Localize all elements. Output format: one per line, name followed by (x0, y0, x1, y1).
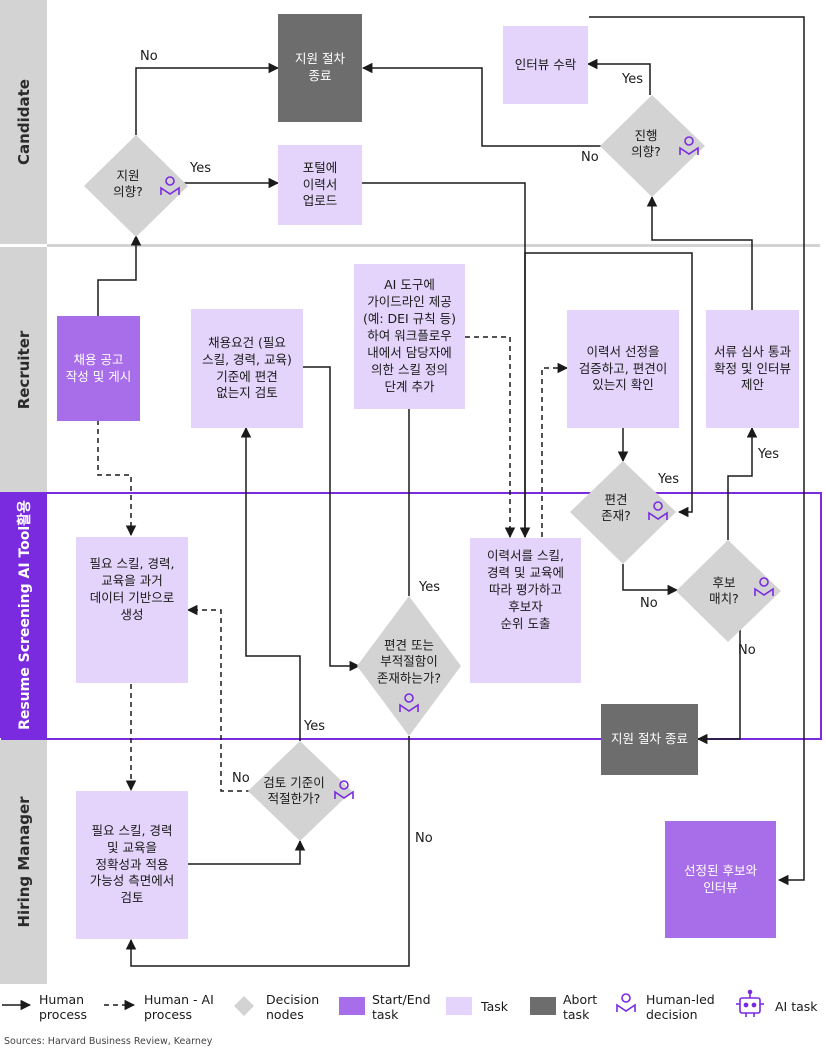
task-ai-guideline: AI 도구에 가이드라인 제공 (예: DEI 규칙 등) 하여 워크플로우 내… (354, 264, 465, 409)
legend-human-process: Human process (39, 992, 88, 1022)
decision-candidate-match (676, 540, 781, 642)
decision-criteria-fit (248, 741, 352, 841)
lane-recruiter: Recruiter (0, 247, 47, 492)
edge-label-match-yes: Yes (758, 447, 779, 462)
task-final-interview: 선정된 후보와 인터뷰 (665, 821, 776, 938)
edge-propose-to-proceed (646, 195, 753, 310)
legend-abort: Abort task (563, 992, 598, 1022)
edge-review-to-biasq (303, 366, 361, 672)
lane-hiring-manager: Hiring Manager (0, 740, 47, 984)
human-led-icon-bias (648, 501, 668, 520)
decision-bias-or-unfit-label: 편견 또는 부적절함이 존재하는가? (376, 637, 442, 686)
task-accept-interview: 인터뷰 수락 (503, 26, 588, 104)
edge-label-criteria-no: No (232, 771, 250, 786)
ai-lane-frame (1, 492, 822, 740)
edge-label-apply-yes: Yes (190, 161, 211, 176)
decision-candidate-match-label: 후보 매치? (709, 574, 739, 606)
edge-label-biasq-no: No (415, 831, 433, 846)
human-led-icon-proceed (679, 136, 699, 155)
human-led-icon-criteria (334, 780, 354, 799)
task-verify-selection: 이력서 선정을 검증하고, 편견이 있는지 확인 (567, 310, 679, 428)
task-abort-top: 지원 절차 종료 (278, 14, 362, 122)
edge-bias-yes (524, 252, 693, 537)
edge-label-criteria-yes: Yes (304, 719, 325, 734)
human-led-icon-biasq (399, 693, 419, 712)
legend-abort-swatch (530, 997, 556, 1015)
task-upload-resume: 포털에 이력서 업로드 (278, 145, 362, 225)
source-note: Sources: Harvard Business Review, Kearne… (4, 1036, 213, 1047)
human-led-icon-apply (160, 176, 180, 195)
legend-task-swatch (446, 997, 472, 1015)
edge-guideline-to-evaluate (465, 336, 516, 539)
decision-criteria-fit-label: 검토 기준이 적절한가? (263, 774, 325, 806)
task-review-requirements: 채용요건 (필요 스킬, 경력, 교육) 기준에 편견 없는지 검토 (191, 309, 303, 428)
legend-ai-task: AI task (775, 999, 818, 1014)
edge-evaluate-to-verify (541, 362, 569, 537)
legend-diamond (234, 996, 254, 1016)
decision-bias-exists (570, 461, 676, 564)
lane-divider (47, 244, 820, 247)
task-abort-ai: 지원 절차 종료 (601, 704, 698, 775)
edge-hmreview-to-criteria (186, 839, 306, 865)
edge-proceed-no (361, 62, 603, 147)
edge-label-bias-yes: Yes (658, 472, 679, 487)
edge-apply-no (135, 62, 280, 135)
task-ai-generate: 필요 스킬, 경력, 교육을 과거 데이터 기반으로 생성 (76, 537, 188, 683)
legend-ai-task-icon (736, 989, 764, 1017)
edge-proceed-yes (586, 58, 651, 95)
decision-bias-exists-label: 편견 존재? (601, 491, 631, 523)
task-propose-interview: 서류 심사 통과 확정 및 인터뷰 제안 (706, 310, 799, 428)
edge-bias-no (622, 564, 679, 596)
legend-start-end-swatch (339, 997, 365, 1015)
edge-label-proceed-yes: Yes (622, 72, 643, 87)
edge-criteria-yes (240, 426, 301, 741)
decision-proceed-intent (600, 95, 705, 197)
legend-start-end: Start/End task (372, 992, 431, 1022)
edge-match-yes (727, 426, 758, 540)
task-ai-evaluate: 이력서를 스킬, 경력 및 교육에 따라 평가하고 후보자 순위 도출 (470, 538, 581, 683)
edge-post-to-apply (97, 234, 142, 316)
edge-criteria-no (186, 604, 251, 792)
edge-label-biasq-yes: Yes (419, 580, 440, 595)
edge-biasq-no (125, 736, 410, 967)
decision-apply-intent-label: 지원 의향? (113, 167, 143, 199)
task-post-job: 채용 공고 작성 및 게시 (57, 316, 140, 421)
task-hm-review: 필요 스킬, 경력 및 교육을 정확성과 적용 가능성 측면에서 검토 (76, 791, 188, 939)
legend-human-ai-process: Human - AI process (144, 992, 214, 1022)
edge-abort-to-interview (589, 16, 805, 886)
edge-post-to-generate (97, 420, 137, 537)
decision-apply-intent (84, 135, 188, 237)
legend-human-led: Human-led decision (646, 992, 715, 1022)
edge-label-proceed-no: No (581, 150, 599, 165)
edge-label-apply-no: No (140, 49, 158, 64)
lane-candidate: Candidate (0, 0, 47, 244)
decision-proceed-intent-label: 진행 의향? (631, 127, 661, 159)
edge-label-match-no: No (738, 643, 756, 658)
human-led-icon-match (754, 577, 774, 596)
legend-task: Task (481, 999, 508, 1014)
lane-ai-tool: Resume Screening AI Tool활용 (0, 492, 47, 738)
legend-decision-nodes: Decision nodes (266, 992, 320, 1022)
decision-bias-or-unfit (357, 596, 461, 736)
legend-human-led-icon (616, 993, 636, 1012)
edge-label-bias-no: No (640, 596, 658, 611)
